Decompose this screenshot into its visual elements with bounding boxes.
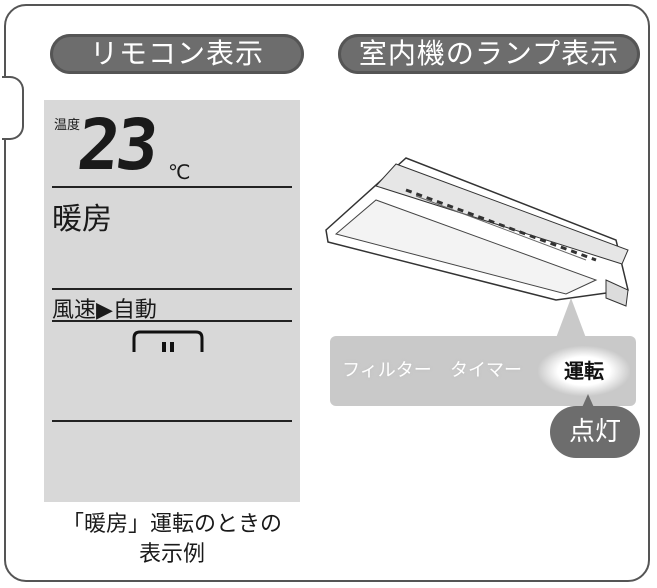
temperature-unit: ℃ — [168, 160, 191, 184]
operation-lamp: 運転 — [538, 346, 630, 396]
callout-pointer-icon — [556, 298, 586, 338]
unit-lamp-header: 室内機のランプ表示 — [338, 34, 640, 74]
indoor-unit-illustration — [325, 157, 629, 307]
lcd-divider — [52, 186, 292, 188]
frame-notch — [2, 76, 24, 140]
lcd-divider — [52, 420, 292, 422]
remote-display-header: リモコン表示 — [50, 34, 304, 74]
caption-line-2: 表示例 — [138, 542, 205, 567]
temperature-value: 23 — [73, 104, 159, 186]
lamp-panel: フィルター タイマー 運転 — [330, 336, 636, 406]
lcd-divider — [52, 288, 292, 290]
temperature-label: 温度 — [54, 118, 81, 133]
caption-line-1: 「暖房」運転のときの — [61, 512, 282, 537]
mode-text: 暖房 — [52, 202, 112, 237]
remote-lcd-screen: 温度 23 ℃ 暖房 風速▶自動 — [44, 100, 300, 502]
fan-speed-text: 風速▶自動 — [52, 298, 157, 323]
lit-callout: 点灯 — [544, 392, 644, 464]
filter-lamp: フィルター — [342, 360, 432, 381]
lcd-divider — [52, 320, 292, 322]
louver-icon — [132, 330, 204, 352]
lit-badge: 点灯 — [550, 406, 640, 458]
timer-lamp: タイマー — [450, 360, 522, 381]
